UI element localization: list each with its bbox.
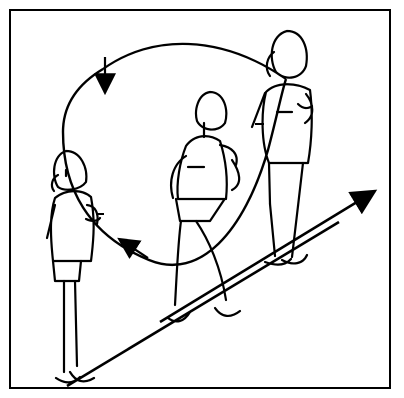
ground-line-short xyxy=(160,191,375,322)
right-child-figure xyxy=(252,31,312,265)
left-child-figure xyxy=(47,151,100,382)
rope-top xyxy=(103,44,286,79)
ground-line-long xyxy=(67,222,339,386)
rope-arrow-bottom xyxy=(119,239,148,258)
